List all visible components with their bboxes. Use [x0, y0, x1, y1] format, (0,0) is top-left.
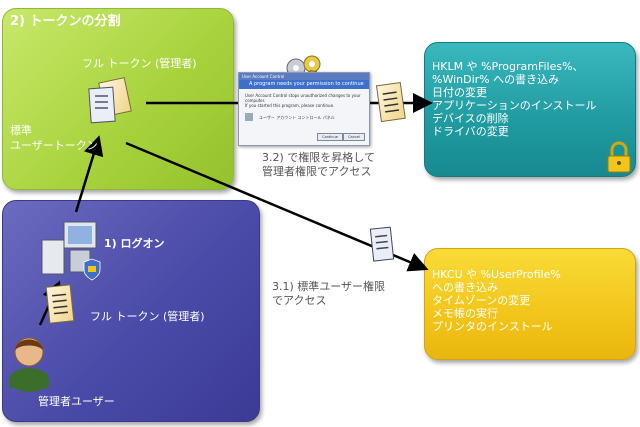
token-split-title: 2) トークンの分割: [10, 14, 121, 29]
standard-action-item: への書き込み: [432, 281, 498, 294]
admin-actions-box: [424, 42, 636, 177]
admin-action-item: %WinDir% への書き込み: [432, 73, 560, 86]
standard-token-label-1: 標準: [10, 124, 32, 137]
admin-action-item: 日付の変更: [432, 86, 487, 99]
uac-title: User Account Control: [239, 73, 369, 80]
full-token-icon: [375, 81, 406, 123]
lock-icon: [607, 141, 631, 173]
standard-action-item: HKCU や %UserProfile%: [432, 268, 561, 281]
admin-action-item: デバイスの削除: [432, 112, 509, 125]
standard-token-icon: [369, 226, 395, 262]
computer-icon: [41, 221, 101, 281]
standard-access-label-1: 3.1) 標準ユーザー権限: [272, 280, 386, 293]
standard-actions-list: HKCU や %UserProfile% への書き込み タイムゾーンの変更 メモ…: [432, 268, 561, 333]
admin-actions-list: HKLM や %ProgramFiles%、 %WinDir% への書き込み 日…: [432, 60, 597, 138]
continue-button[interactable]: Continue: [317, 133, 343, 141]
logon-full-token-label: フル トークン (管理者): [90, 310, 205, 323]
standard-token-label-2: ユーザートークン: [10, 139, 98, 152]
admin-action-item: ドライバの変更: [432, 125, 509, 138]
elevation-label-1: 3.2) で権限を昇格して: [262, 151, 375, 164]
elevation-label-2: 管理者権限でアクセス: [262, 165, 372, 178]
logon-label: 1) ログオン: [104, 237, 165, 250]
logon-full-token-icon: [45, 284, 75, 324]
cancel-button[interactable]: Cancel: [343, 133, 365, 141]
admin-user-label: 管理者ユーザー: [38, 395, 115, 408]
full-token-label: フル トークン (管理者): [82, 57, 197, 70]
standard-access-label-2: でアクセス: [272, 294, 327, 307]
standard-actions-box: [424, 248, 636, 360]
uac-line1: User Account Control stops unauthorized …: [245, 93, 361, 103]
uac-banner: A program needs your permission to conti…: [239, 80, 369, 89]
program-icon: [245, 113, 253, 121]
standard-action-item: タイムゾーンの変更: [432, 294, 531, 307]
logon-arrow: [74, 135, 104, 213]
standard-action-item: メモ帳の実行: [432, 307, 498, 320]
split-token-icon: [88, 77, 132, 124]
uac-dialog: User Account Control A program needs you…: [238, 72, 370, 146]
standard-action-item: プリンタのインストール: [432, 320, 553, 333]
admin-user-icon: [9, 337, 49, 392]
admin-action-item: アプリケーションのインストール: [432, 99, 597, 112]
uac-line2: If you started this program, please cont…: [245, 103, 335, 108]
admin-action-item: HKLM や %ProgramFiles%、: [432, 60, 584, 73]
uac-program: ユーザー アカウント コントロール パネル: [259, 115, 335, 120]
